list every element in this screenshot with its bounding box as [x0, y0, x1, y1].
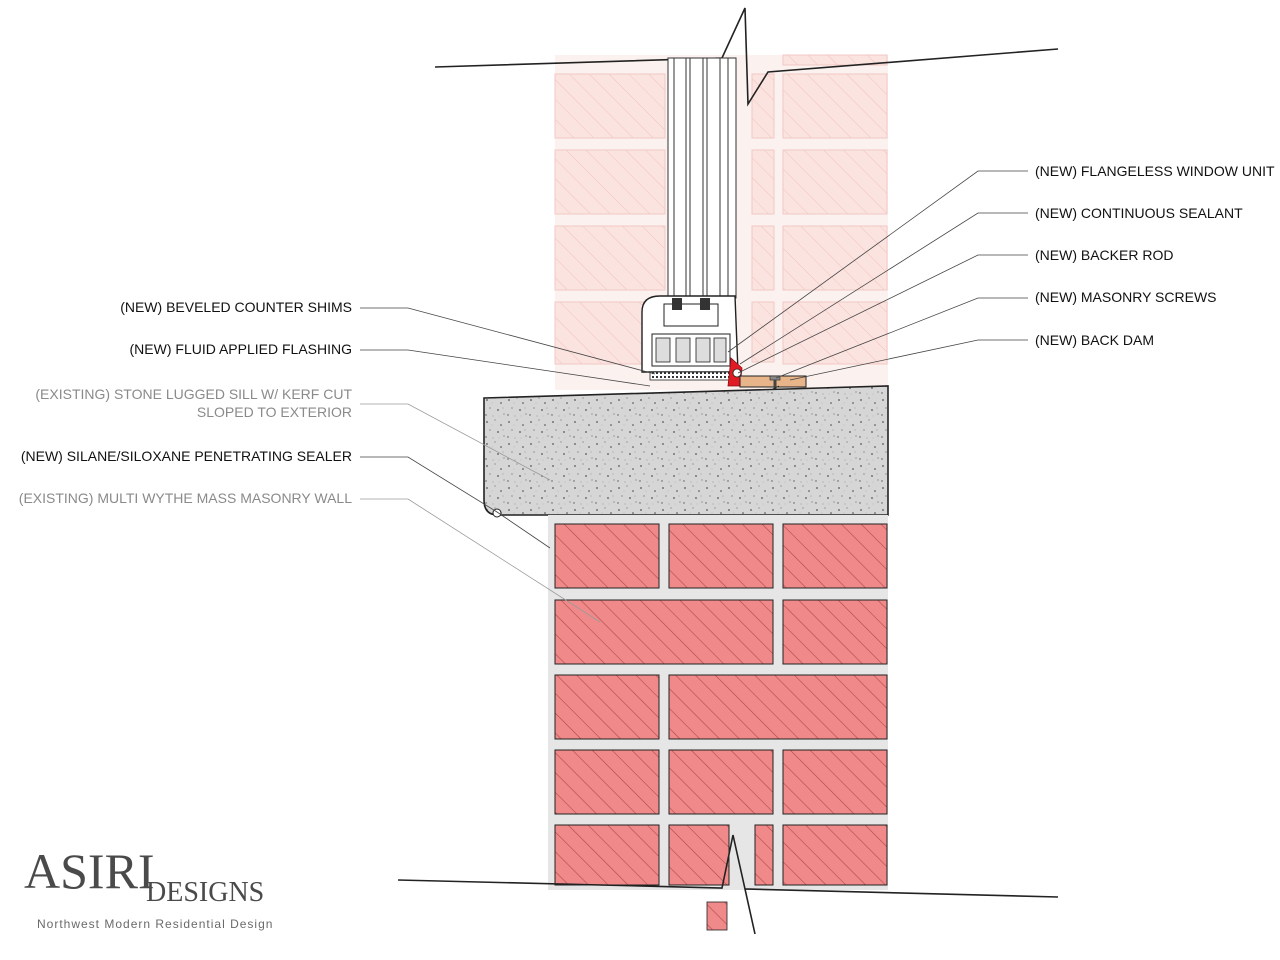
brick	[754, 824, 774, 886]
leader-window-unit	[727, 170, 1028, 353]
brick	[668, 674, 888, 740]
ghost-brick	[554, 225, 666, 291]
brick	[782, 824, 888, 886]
backer-rod	[732, 368, 742, 378]
leader-back-dam	[789, 339, 1028, 381]
ghost-brick	[751, 149, 775, 215]
callout-stone-sill: (EXISTING) STONE LUGGED SILL W/ KERF CUT	[35, 386, 352, 402]
ghost-brick	[751, 301, 775, 363]
counter-shims	[649, 371, 731, 381]
callout-window-unit: (NEW) FLANGELESS WINDOW UNIT	[1035, 163, 1275, 179]
brick	[668, 749, 774, 815]
leader-shims	[360, 307, 656, 375]
callout-shims: (NEW) BEVELED COUNTER SHIMS	[120, 299, 352, 315]
leader-flashing	[360, 349, 651, 387]
ghost-brick	[554, 73, 666, 139]
lower-masonry-wall	[548, 515, 888, 890]
ghost-brick	[554, 149, 666, 215]
callout-masonry-wall: (EXISTING) MULTI WYTHE MASS MASONRY WALL	[19, 490, 352, 506]
leader-stone-sill	[360, 403, 551, 481]
leader-backer-rod	[737, 254, 1028, 374]
leader-sealant	[739, 212, 1028, 365]
leader-masonry-wall	[360, 498, 601, 623]
callout-stone-sill-line2: SLOPED TO EXTERIOR	[197, 404, 352, 420]
brick	[554, 674, 660, 740]
logo-brand-sub: DESIGNS	[146, 877, 264, 908]
ghost-brick	[751, 73, 775, 139]
ghost-brick	[782, 225, 888, 291]
brick	[668, 824, 730, 886]
brick	[782, 599, 888, 665]
callout-backer-rod: (NEW) BACKER ROD	[1035, 247, 1173, 263]
flangeless-window-unit	[641, 57, 739, 381]
callout-screws: (NEW) MASONRY SCREWS	[1035, 289, 1217, 305]
brick	[782, 523, 888, 589]
callout-flashing: (NEW) FLUID APPLIED FLASHING	[130, 341, 352, 357]
logo-tagline: Northwest Modern Residential Design	[37, 917, 273, 931]
ghost-brick	[782, 149, 888, 215]
ghost-brick	[782, 54, 888, 66]
brick	[554, 599, 774, 665]
asiri-designs-logo: ASIRI DESIGNS Northwest Modern Residenti…	[24, 843, 273, 931]
brick	[554, 523, 660, 589]
ghost-brick	[751, 225, 775, 291]
callout-sealant: (NEW) CONTINUOUS SEALANT	[1035, 205, 1243, 221]
brick	[554, 824, 660, 886]
ghost-brick	[782, 301, 888, 365]
leader-screws	[775, 297, 1028, 379]
break-line-bottom	[397, 834, 1059, 935]
logo-brand-main: ASIRI	[24, 843, 155, 899]
brick-below-break	[706, 901, 728, 931]
brick	[554, 749, 660, 815]
ghost-brick	[782, 73, 888, 139]
callout-sealer: (NEW) SILANE/SILOXANE PENETRATING SEALER	[21, 448, 352, 464]
brick	[668, 523, 774, 589]
callout-back-dam: (NEW) BACK DAM	[1035, 332, 1154, 348]
brick	[782, 749, 888, 815]
leader-sealer	[360, 456, 551, 549]
